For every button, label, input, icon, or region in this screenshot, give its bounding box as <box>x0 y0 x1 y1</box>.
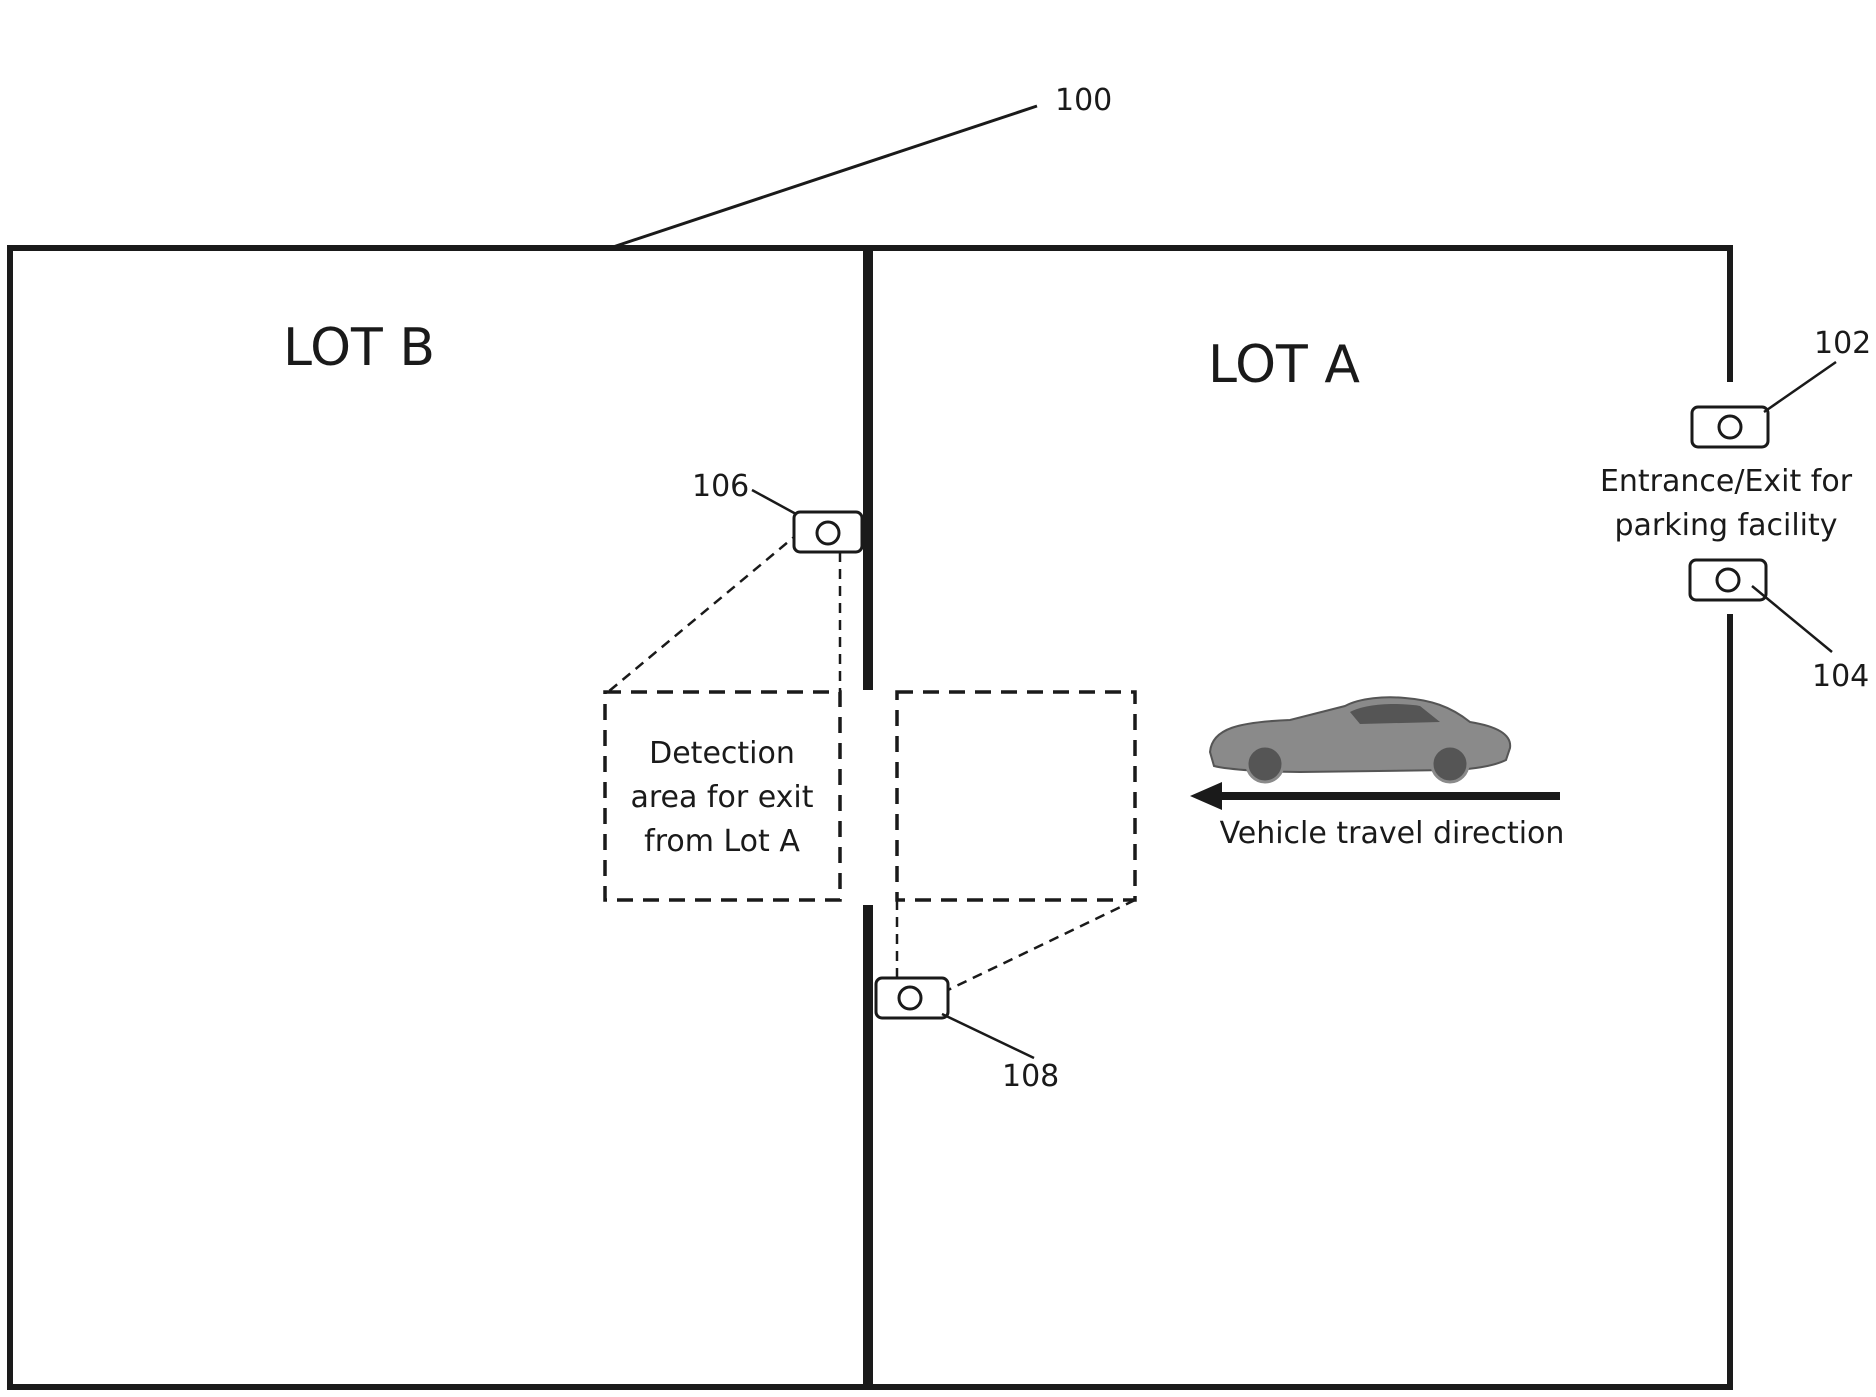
camera-icon <box>794 512 862 552</box>
lot-b-label: LOT B <box>283 318 435 378</box>
detection-area-text: Detection <box>649 736 795 771</box>
camera-icon <box>1692 407 1768 447</box>
camera-108-ref-label: 108 <box>1002 1059 1059 1094</box>
facility-leader-line <box>610 106 1037 248</box>
camera-106-ref-label: 106 <box>692 469 749 504</box>
detection-area-text: area for exit <box>630 780 813 815</box>
camera-104-leader-line <box>1752 586 1832 652</box>
camera-102-ref-label: 102 <box>1814 326 1871 361</box>
camera-108-fov-line <box>948 900 1135 990</box>
camera-106-leader-line <box>752 490 796 514</box>
detection-area-text: from Lot A <box>644 824 800 859</box>
camera-102-leader-line <box>1764 362 1836 412</box>
camera-108-leader-line <box>942 1014 1034 1058</box>
entrance-exit-label: parking facility <box>1614 508 1837 543</box>
entrance-exit-label: Entrance/Exit for <box>1600 464 1853 499</box>
camera-104-ref-label: 104 <box>1812 659 1869 694</box>
vehicle-direction-label: Vehicle travel direction <box>1220 816 1565 851</box>
car-icon <box>1210 697 1510 782</box>
camera-icon <box>1690 560 1766 600</box>
camera-icon <box>876 978 948 1018</box>
camera-106-fov-line <box>608 532 800 692</box>
detection-area-lot-a <box>897 692 1135 900</box>
facility-ref-label: 100 <box>1055 83 1112 118</box>
arrow-left-icon <box>1190 782 1560 810</box>
lot-a-label: LOT A <box>1208 335 1360 395</box>
